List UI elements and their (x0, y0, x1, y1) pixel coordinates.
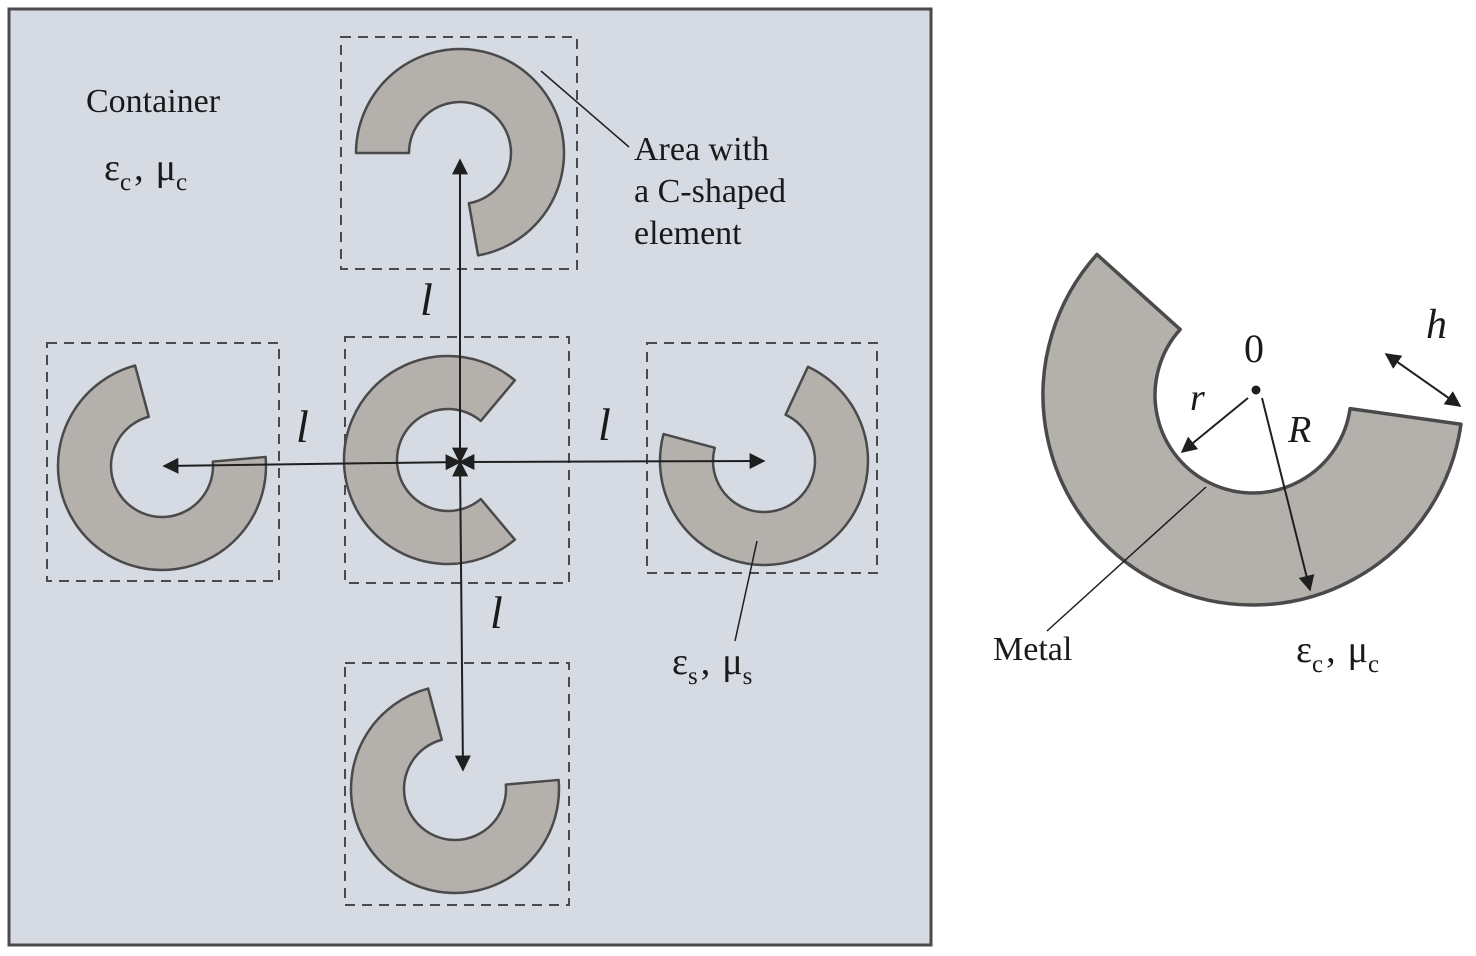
c-element-left (56, 364, 268, 572)
mu-symbol: μ (1348, 629, 1368, 671)
container-medium-label: εc,μc (104, 147, 187, 196)
spacing-label-left: l (296, 401, 309, 452)
container-panel (7, 7, 933, 947)
separator: , (134, 147, 144, 189)
area-note-line1: Area with (634, 131, 769, 168)
origin-label: 0 (1244, 326, 1264, 371)
mu-symbol: μ (722, 641, 742, 683)
spacing-label-bottom: l (490, 587, 503, 638)
ring-width-arrow (1384, 353, 1462, 407)
separator: , (701, 641, 711, 683)
c-element-top (354, 47, 566, 257)
container-label: Container (86, 83, 221, 120)
surround-medium-label: εc,μc (1296, 629, 1379, 678)
inner-radius-label: r (1190, 377, 1205, 419)
mu-subscript: c (176, 169, 187, 196)
area-note-line3: element (634, 215, 742, 252)
epsilon-subscript: s (688, 663, 698, 690)
epsilon-symbol: ε (104, 147, 120, 189)
outer-radius-label: R (1287, 409, 1311, 451)
mu-subscript: s (743, 663, 753, 690)
ring-width-label: h (1426, 302, 1447, 348)
epsilon-symbol: ε (672, 641, 688, 683)
element-medium-connector (734, 540, 758, 642)
c-element-bottom (349, 687, 561, 895)
outer-radius-arrow (1261, 397, 1315, 592)
epsilon-subscript: c (120, 169, 131, 196)
mu-subscript: c (1368, 651, 1379, 678)
epsilon-subscript: c (1312, 651, 1323, 678)
spacing-arrow-right (458, 453, 766, 470)
separator: , (1326, 629, 1336, 671)
c-element-right (658, 365, 870, 567)
origin-dot (1251, 385, 1261, 395)
epsilon-symbol: ε (1296, 629, 1312, 671)
element-medium-label: εs,μs (672, 641, 752, 690)
area-note-line2: a C-shaped (634, 173, 786, 210)
mu-symbol: μ (156, 147, 176, 189)
inner-radius-arrow (1180, 397, 1249, 454)
dashed-cell-left (46, 342, 280, 582)
spacing-arrow-left (162, 454, 462, 474)
c-element-detail (1041, 252, 1463, 607)
area-note-connector (540, 70, 630, 148)
spacing-label-right: l (598, 399, 611, 450)
spacing-arrow-down (452, 460, 471, 772)
metal-label: Metal (993, 631, 1072, 668)
spacing-label-top: l (420, 274, 433, 325)
metal-connector (1046, 486, 1207, 632)
